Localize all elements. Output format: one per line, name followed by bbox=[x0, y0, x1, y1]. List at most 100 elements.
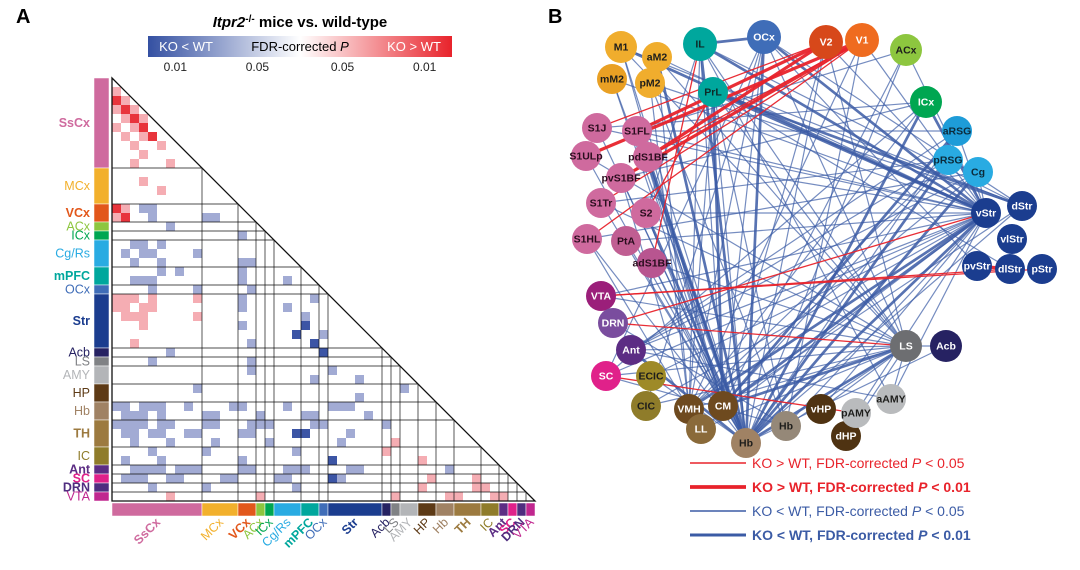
node-circle bbox=[997, 224, 1027, 254]
network-edge bbox=[645, 91, 714, 214]
row-group-band bbox=[93, 347, 110, 358]
row-group-label: IC bbox=[78, 449, 91, 463]
row-group-label: Cg/Rs bbox=[55, 247, 90, 261]
row-group-label: ICx bbox=[71, 229, 91, 243]
col-group-band bbox=[300, 502, 320, 517]
col-group-band bbox=[390, 502, 401, 517]
row-group-label: TH bbox=[73, 427, 90, 441]
node-circle bbox=[1007, 191, 1037, 221]
network-edge bbox=[612, 212, 987, 324]
row-group-label: HP bbox=[73, 386, 90, 400]
node-circle bbox=[698, 77, 728, 107]
node-circle bbox=[995, 254, 1025, 284]
network-edge bbox=[620, 45, 987, 215]
network-node-dStr: dStr bbox=[1007, 191, 1037, 221]
network-edge bbox=[611, 78, 987, 214]
colorbar-left-label: KO < WT bbox=[159, 39, 213, 54]
node-circle bbox=[809, 25, 843, 59]
node-label: LL bbox=[695, 424, 708, 436]
network-node-pdS1BF: pdS1BF bbox=[628, 142, 668, 172]
network-edge bbox=[630, 212, 987, 351]
node-label: Cg bbox=[971, 167, 985, 179]
node-label: pvStr bbox=[964, 261, 991, 273]
node-circle bbox=[636, 361, 666, 391]
network-edge bbox=[745, 49, 907, 444]
node-label: Hb bbox=[739, 438, 753, 450]
node-circle bbox=[686, 414, 716, 444]
col-group-label: MCx bbox=[198, 515, 227, 544]
legend-item-label: KO < WT, FDR-corrected P < 0.05 bbox=[752, 503, 965, 519]
col-group-band bbox=[201, 502, 239, 517]
col-group-label: TH bbox=[452, 515, 474, 537]
row-group-band bbox=[93, 203, 110, 223]
network-node-pRSG: pRSG bbox=[933, 145, 963, 175]
node-circle bbox=[635, 68, 665, 98]
network-edge bbox=[600, 39, 863, 204]
node-label: pdS1BF bbox=[628, 152, 668, 164]
node-label: LS bbox=[899, 341, 912, 353]
network-edge bbox=[688, 39, 863, 410]
node-label: dlStr bbox=[998, 264, 1022, 276]
network-node-pvS1BF: pvS1BF bbox=[601, 163, 641, 193]
node-label: VMH bbox=[677, 404, 700, 416]
row-group-label: DRN bbox=[63, 481, 90, 495]
node-label: SC bbox=[599, 371, 614, 383]
node-circle bbox=[616, 335, 646, 365]
network-node-V2: V2 bbox=[809, 25, 843, 59]
row-group-band bbox=[93, 491, 110, 502]
colorbar-tick: 0.05 bbox=[246, 60, 270, 74]
node-circle bbox=[930, 330, 962, 362]
node-label: dStr bbox=[1012, 201, 1033, 213]
node-label: PtA bbox=[617, 236, 636, 248]
node-label: DRN bbox=[602, 318, 625, 330]
col-group-band bbox=[435, 502, 455, 517]
network-node-LL: LL bbox=[686, 414, 716, 444]
node-circle bbox=[642, 42, 672, 72]
network-node-Hb: Hb bbox=[731, 428, 761, 458]
panel-b-label: B bbox=[548, 6, 563, 28]
col-group-band bbox=[255, 502, 266, 517]
row-group-band bbox=[93, 266, 110, 286]
colorbar-tick: 0.01 bbox=[413, 60, 437, 74]
node-label: S2 bbox=[640, 208, 653, 220]
row-group-band bbox=[93, 293, 110, 349]
network-edge bbox=[620, 46, 747, 444]
network-node-Ant: Ant bbox=[616, 335, 646, 365]
node-circle bbox=[633, 142, 663, 172]
node-circle bbox=[586, 281, 616, 311]
row-group-band bbox=[93, 464, 110, 475]
row-group-label: Ant bbox=[69, 463, 91, 477]
legend-item-label: KO < WT, FDR-corrected P < 0.01 bbox=[752, 527, 971, 543]
node-label: ACx bbox=[895, 45, 916, 57]
network-edge bbox=[855, 212, 987, 414]
node-label: pM2 bbox=[640, 78, 661, 90]
col-group-band bbox=[417, 502, 437, 517]
node-circle bbox=[971, 198, 1001, 228]
node-circle bbox=[572, 224, 602, 254]
network-node-Cg: Cg bbox=[963, 157, 993, 187]
network-edge bbox=[586, 238, 690, 410]
node-circle bbox=[582, 113, 612, 143]
col-group-band bbox=[453, 502, 482, 517]
network-node-ICx: ICx bbox=[910, 86, 942, 118]
node-circle bbox=[586, 188, 616, 218]
node-label: aM2 bbox=[647, 52, 668, 64]
node-circle bbox=[731, 428, 761, 458]
node-label: S1J bbox=[588, 123, 607, 135]
network-edge bbox=[647, 40, 827, 159]
row-group-band bbox=[93, 446, 110, 466]
node-label: OCx bbox=[753, 32, 775, 44]
network-edge bbox=[651, 262, 724, 407]
node-label: CIC bbox=[637, 401, 656, 413]
network-edge bbox=[785, 212, 987, 427]
network-node-VTA: VTA bbox=[586, 281, 616, 311]
network-node-aM2: aM2 bbox=[642, 42, 672, 72]
network-edge bbox=[630, 349, 892, 400]
node-label: S1ULp bbox=[569, 151, 602, 163]
network-node-S1ULp: S1ULp bbox=[569, 141, 603, 171]
node-label: pStr bbox=[1032, 264, 1053, 276]
node-circle bbox=[605, 31, 637, 63]
node-circle bbox=[631, 198, 661, 228]
node-label: S1Tr bbox=[590, 198, 613, 210]
network-edge bbox=[820, 212, 987, 410]
